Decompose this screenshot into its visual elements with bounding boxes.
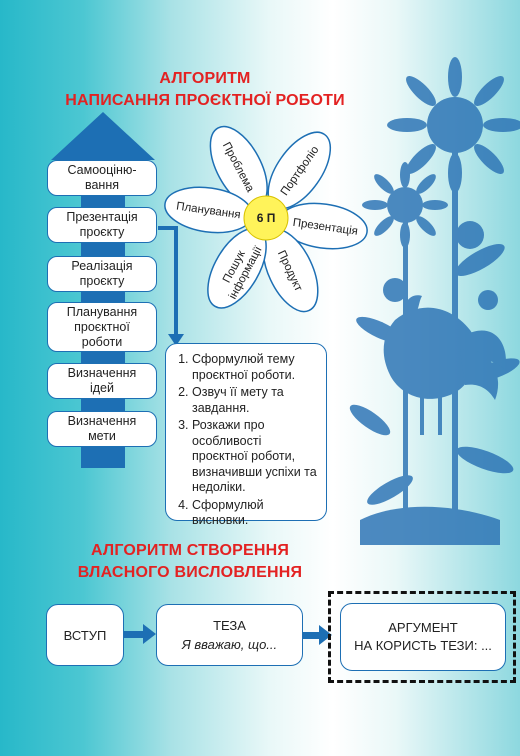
- step-ideas: Визначення ідей: [47, 363, 157, 399]
- flower-center-label: 6 П: [257, 211, 276, 225]
- step-planning: Планування проєктної роботи: [47, 302, 157, 352]
- speech-algorithm-title: АЛГОРИТМ СТВОРЕННЯ ВЛАСНОГО ВИСЛОВЛЕННЯ: [40, 540, 340, 584]
- tasks-box: Сформулюй тему проєктної роботи. Озвуч ї…: [165, 343, 327, 527]
- tasks-list: Сформулюй тему проєктної роботи. Озвуч ї…: [166, 344, 326, 539]
- intro-box: ВСТУП: [46, 604, 124, 666]
- speech-title-line1: АЛГОРИТМ СТВОРЕННЯ: [90, 542, 290, 559]
- flower-center: [243, 195, 289, 241]
- task-item: Розкажи про особливості проєктної роботи…: [192, 418, 318, 496]
- thesis-box: ТЕЗА Я вважаю, що...: [156, 604, 303, 666]
- argument-dashed-frame: [328, 591, 516, 683]
- thesis-title: ТЕЗА: [213, 618, 246, 633]
- algorithm-title-line2: НАПИСАННЯ ПРОЄКТНОЇ РОБОТИ: [65, 92, 345, 109]
- speech-title-line2: ВЛАСНОГО ВИСЛОВЛЕННЯ: [77, 564, 303, 581]
- task-item: Сформулюй тему проєктної роботи.: [192, 352, 318, 383]
- step-goal: Визначення мети: [47, 411, 157, 447]
- thesis-text: Я вважаю, що...: [181, 637, 278, 652]
- algorithm-title: АЛГОРИТМ НАПИСАННЯ ПРОЄКТНОЇ РОБОТИ: [40, 68, 370, 112]
- step-implementation: Реалізація проєкту: [47, 256, 157, 292]
- algorithm-title-line1: АЛГОРИТМ: [159, 70, 251, 87]
- argument-box: АРГУМЕНТ НА КОРИСТЬ ТЕЗИ: ...: [340, 603, 506, 671]
- flow-arrow-1: [124, 624, 156, 644]
- step-self-assessment: Самооціню- вання: [47, 160, 157, 196]
- step-presentation: Презентація проєкту: [47, 207, 157, 243]
- connector-arrow: [158, 226, 184, 346]
- flow-arrow-2: [303, 625, 332, 645]
- task-item: Озвуч її мету та завдання.: [192, 385, 318, 416]
- task-item: Сформулюй висновки.: [192, 498, 318, 529]
